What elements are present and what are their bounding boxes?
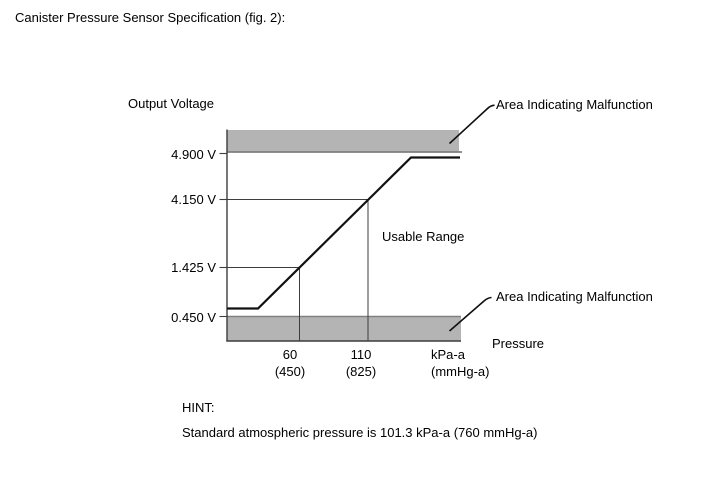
malfunction-low-label: Area Indicating Malfunction bbox=[496, 289, 653, 304]
x-tick-60-kpa: 60 bbox=[282, 347, 298, 362]
x-unit-mmhg: (mmHg-a) bbox=[431, 364, 490, 379]
hint-heading: HINT: bbox=[182, 400, 215, 415]
leader-line-malfunction-low bbox=[448, 296, 492, 332]
x-tick-label-110: 110 (825) bbox=[330, 346, 392, 380]
leader-line-malfunction-high bbox=[448, 104, 495, 145]
y-tick-label-1425: 1.425 V bbox=[171, 260, 216, 275]
y-tick-label-4150: 4.150 V bbox=[171, 192, 216, 207]
usable-range-label: Usable Range bbox=[382, 229, 465, 244]
hint-text: Standard atmospheric pressure is 101.3 k… bbox=[182, 425, 538, 440]
page-title: Canister Pressure Sensor Specification (… bbox=[15, 10, 286, 25]
x-tick-110-kpa: 110 bbox=[350, 347, 372, 362]
y-axis-title: Output Voltage bbox=[128, 96, 215, 111]
x-tick-label-60: 60 (450) bbox=[259, 346, 321, 380]
x-tick-110-mmhg: (825) bbox=[345, 364, 377, 379]
x-axis-title: Pressure bbox=[492, 336, 545, 351]
malfunction-high-label: Area Indicating Malfunction bbox=[496, 97, 653, 112]
y-tick-label-4900: 4.900 V bbox=[171, 147, 216, 162]
sensor-curve bbox=[227, 156, 460, 310]
x-axis-units: kPa-a (mmHg-a) bbox=[431, 346, 490, 380]
malfunction-band-high bbox=[227, 130, 459, 152]
malfunction-band-low bbox=[227, 317, 461, 341]
x-unit-kpa: kPa-a bbox=[431, 347, 465, 362]
y-tick-label-0450: 0.450 V bbox=[171, 310, 216, 325]
x-tick-60-mmhg: (450) bbox=[274, 364, 306, 379]
